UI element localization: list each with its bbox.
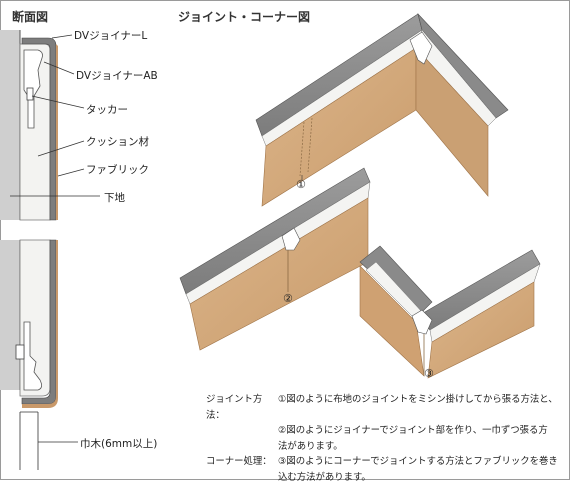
label-fabric: ファブリック xyxy=(86,162,149,177)
label-cushion: クッション材 xyxy=(86,134,149,149)
figure-number-2: ② xyxy=(283,292,293,305)
upper-substrate xyxy=(0,30,20,220)
note-corner-row-1: コーナー処理： ③図のようにコーナーでジョイントする方法とファブリックを巻き xyxy=(206,454,566,470)
upper-tacker xyxy=(27,88,33,100)
upper-section-drawing xyxy=(0,30,100,220)
label-substrate: 下地 xyxy=(104,190,125,205)
note-joint-row-1: ジョイント方法： ①図のように布地のジョイントをミシン掛けしてから張る方法と、 xyxy=(206,392,566,423)
note-corner-line-2: 込む方法があります。 xyxy=(278,470,566,485)
figure-number-3: ③ xyxy=(424,367,434,380)
label-dv-joiner-ab: DVジョイナーAB xyxy=(76,68,158,83)
note-joint-row-3: 法があります。 xyxy=(206,439,566,455)
note-joint-head: ジョイント方法： xyxy=(206,392,278,423)
label-dv-joiner-l: DVジョイナーL xyxy=(74,28,147,43)
note-joint-line-2: ②図のようにジョイナーでジョイント部を作り、一巾ずつ張る方 xyxy=(278,423,566,439)
lower-tacker xyxy=(16,345,24,359)
note-joint-line-3: 法があります。 xyxy=(278,439,566,455)
lower-section-drawing xyxy=(0,240,78,470)
upper-fabric xyxy=(56,44,58,220)
figure-number-1: ① xyxy=(296,178,306,191)
note-corner-line-1: ③図のようにコーナーでジョイントする方法とファブリックを巻き xyxy=(278,454,566,470)
method-notes: ジョイント方法： ①図のように布地のジョイントをミシン掛けしてから張る方法と、 … xyxy=(206,392,566,485)
label-baseboard: 巾木(6mm以上) xyxy=(80,436,157,451)
label-tacker: タッカー xyxy=(86,102,128,117)
note-corner-head: コーナー処理： xyxy=(206,454,278,470)
figure-1-drawing xyxy=(256,14,508,206)
figure-3-drawing xyxy=(360,246,540,378)
note-joint-line-1: ①図のように布地のジョイントをミシン掛けしてから張る方法と、 xyxy=(278,392,566,423)
lower-substrate xyxy=(0,240,20,390)
note-corner-row-2: 込む方法があります。 xyxy=(206,470,566,485)
note-joint-row-2: ②図のようにジョイナーでジョイント部を作り、一巾ずつ張る方 xyxy=(206,423,566,439)
